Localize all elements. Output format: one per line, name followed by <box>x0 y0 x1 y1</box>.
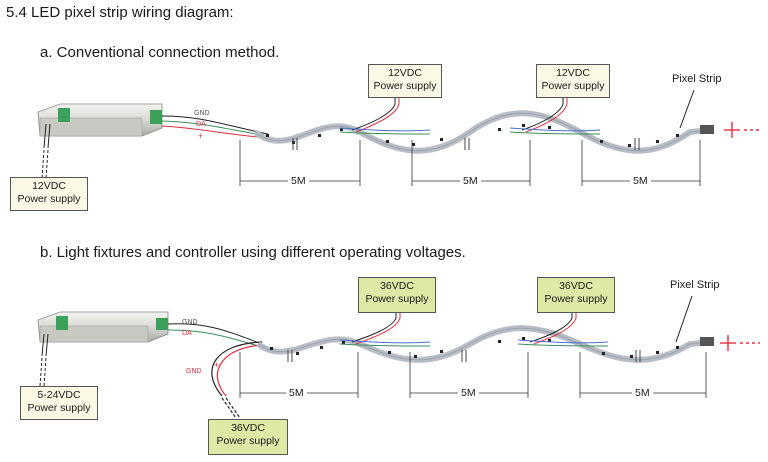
voltage-label: 5-24VDC <box>37 389 81 401</box>
strip-b-end-terminal <box>720 335 760 351</box>
section-b-title: b. Light fixtures and controller using d… <box>40 244 466 261</box>
voltage-label: 36VDC <box>231 422 265 434</box>
wire-label-fixture-plus: + <box>214 360 220 370</box>
page-title: 5.4 LED pixel strip wiring diagram: <box>6 4 234 21</box>
supply-label: Power supply <box>373 80 437 92</box>
strip-a-label: Pixel Strip <box>672 73 722 85</box>
strip-a <box>253 110 713 154</box>
wire-label-da: DA <box>196 121 206 128</box>
section-a-title: a. Conventional connection method. <box>40 44 280 61</box>
segment-a3-length: 5M <box>630 175 651 187</box>
controller-b-power-supply: 5-24VDC Power supply <box>20 386 98 420</box>
voltage-label: 12VDC <box>388 67 422 79</box>
strip-b-power-supply-1: 36VDC Power supply <box>358 277 436 313</box>
fixture-power-supply: 36VDC Power supply <box>208 419 288 455</box>
controller-a-output-wires <box>161 115 269 139</box>
controller-b <box>37 311 169 343</box>
strip-a-end-terminal <box>724 122 762 138</box>
controller-b-supply-wires <box>39 333 49 387</box>
wire-label-gnd: GND <box>194 110 210 117</box>
strip-b-injection-wires <box>339 310 609 347</box>
strip-a-end-cap <box>700 125 714 134</box>
voltage-label: 36VDC <box>559 280 593 292</box>
strip-a-injection-wires <box>339 96 601 135</box>
wire-label-da: DA <box>182 330 192 337</box>
strip-a-cut-marks <box>292 138 640 150</box>
strip-b-end-cap <box>700 337 714 346</box>
wire-label-plus: + <box>198 131 204 141</box>
supply-label: Power supply <box>541 80 605 92</box>
voltage-label: 36VDC <box>380 280 414 292</box>
supply-label: Power supply <box>17 193 81 205</box>
segment-a1-length: 5M <box>288 175 309 187</box>
wire-label-gnd: GND <box>182 319 198 326</box>
strip-b-cut-marks <box>287 350 641 362</box>
segment-b1-length: 5M <box>286 387 307 399</box>
segment-a2-length: 5M <box>460 175 481 187</box>
supply-label: Power supply <box>27 402 91 414</box>
controller-a-power-supply: 12VDC Power supply <box>10 177 88 211</box>
strip-b-pointer <box>675 295 693 343</box>
strip-b <box>256 325 713 363</box>
strip-b-label: Pixel Strip <box>670 279 720 291</box>
supply-label: Power supply <box>216 435 280 447</box>
voltage-label: 12VDC <box>32 180 66 192</box>
fixture-supply-wires <box>211 341 263 419</box>
wire-label-fixture-gnd: GND <box>186 368 202 375</box>
controller-a-supply-wires <box>41 123 51 179</box>
strip-a-power-supply-2: 12VDC Power supply <box>536 64 610 98</box>
voltage-label: 12VDC <box>556 67 590 79</box>
segment-b2-length: 5M <box>458 387 479 399</box>
strip-a-power-supply-1: 12VDC Power supply <box>368 64 442 98</box>
strip-b-power-supply-2: 36VDC Power supply <box>537 277 615 313</box>
supply-label: Power supply <box>365 293 429 305</box>
strip-a-pointer <box>679 89 695 129</box>
controller-a <box>37 103 163 137</box>
segment-b3-length: 5M <box>632 387 653 399</box>
strip-b-pixels <box>270 337 679 358</box>
supply-label: Power supply <box>544 293 608 305</box>
controller-b-output-wires <box>167 323 263 348</box>
